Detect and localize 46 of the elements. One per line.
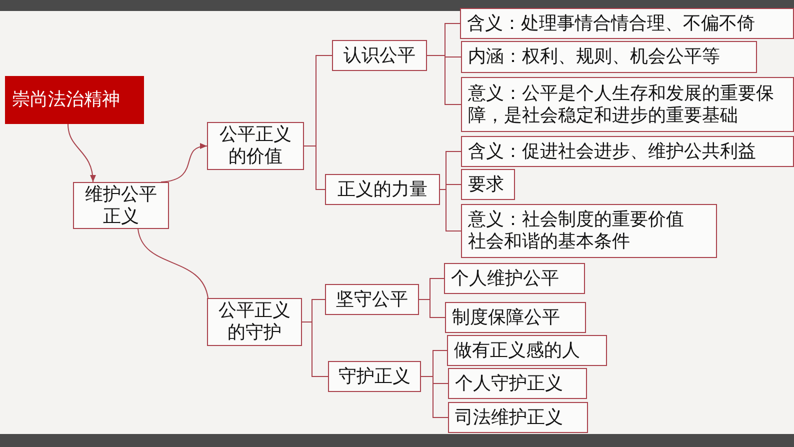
topic-box [461, 204, 717, 258]
topic-box [445, 302, 586, 333]
topic-box [73, 182, 169, 229]
box-text: 公平正义的守护 [218, 300, 292, 344]
box-text: 崇尚法治精神 [12, 89, 120, 111]
arrow [68, 124, 96, 182]
box-text: 公平正义的价值 [218, 124, 292, 168]
box-text: 司法维护正义 [455, 406, 564, 428]
topic-box [461, 136, 794, 167]
arrow [160, 144, 208, 182]
box-text: 意义：公平是个人生存和发展的重要保障，是社会稳定和进步的重要基础 [468, 82, 775, 126]
box-text: 做有正义感的人 [454, 340, 581, 362]
box-text: 意义：社会制度的重要价值 [468, 209, 685, 231]
topic-box [461, 41, 757, 73]
box-text: 个人维护公平 [451, 268, 560, 290]
box-text: 制度保障公平 [452, 306, 561, 328]
box-text: 正义的力量 [338, 178, 428, 200]
box-text: 社会和谐的基本条件 [468, 231, 631, 253]
topic-box [207, 122, 304, 170]
topic-box [332, 40, 427, 71]
topic-box [447, 335, 607, 366]
topic-box [328, 361, 421, 392]
title-box [5, 76, 144, 124]
box-text: 维护公平正义 [84, 184, 158, 228]
box-text: 含义：处理事情合情合理、不偏不倚 [467, 12, 756, 34]
topic-box [448, 402, 588, 433]
topic-box [325, 284, 419, 315]
topic-box [461, 77, 794, 132]
box-text: 个人守护正义 [455, 372, 564, 394]
topic-box [325, 174, 440, 205]
topic-box [460, 8, 794, 39]
connector-line [440, 189, 462, 232]
topic-box [448, 368, 587, 399]
topic-box [444, 263, 585, 294]
connector-line [420, 376, 448, 418]
box-text: 坚守公平 [336, 288, 408, 310]
connector-line [304, 146, 326, 190]
topic-box [461, 169, 515, 200]
connector-line [138, 228, 208, 298]
box-text: 要求 [468, 174, 505, 196]
box-text: 守护正义 [338, 366, 410, 388]
box-text: 含义：促进社会进步、维护公共利益 [468, 140, 757, 162]
box-text: 认识公平 [344, 44, 416, 66]
box-text: 内涵：权利、规则、机会公平等 [468, 46, 721, 68]
topic-box [207, 298, 302, 346]
connector-line [418, 299, 446, 318]
